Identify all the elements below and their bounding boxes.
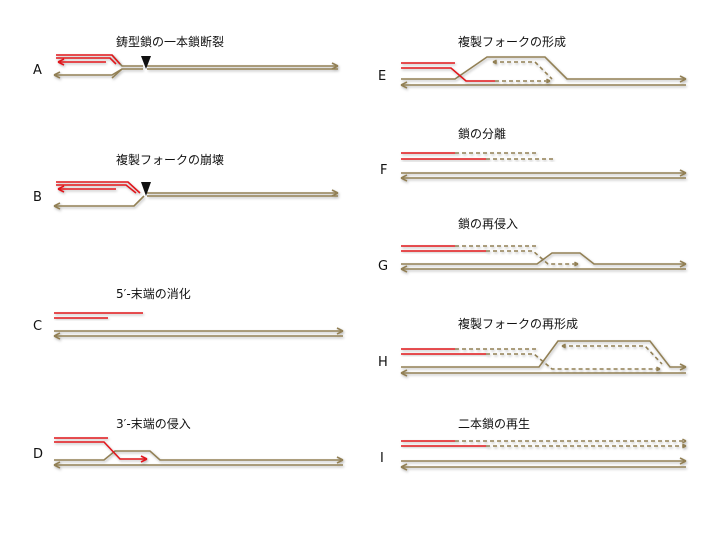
- panel-e-template-strands: [400, 56, 687, 89]
- panel-h-label: H: [378, 355, 388, 370]
- panel-i-title: 二本鎖の再生: [458, 416, 530, 431]
- panel-a-new-strands: [56, 54, 121, 66]
- panel-a-label: A: [33, 63, 42, 78]
- panel-d-title: 3′-末端の侵入: [116, 416, 191, 431]
- panel-c-new-strands: [54, 312, 143, 319]
- panel-g-template-strands: [400, 252, 687, 273]
- panel-b-template-strands: [53, 189, 339, 210]
- panel-g-label: G: [378, 259, 388, 274]
- panel-h-template-strands: [400, 340, 687, 377]
- panel-e-new-strands: [401, 62, 495, 82]
- panel-i-synthesis-dashed: [455, 437, 687, 450]
- panel-d: 3′-末端の侵入 D: [33, 416, 344, 469]
- panel-c-template-strands: [53, 327, 344, 340]
- panel-g-synthesis-dashed: [455, 245, 579, 268]
- panel-h-synthesis-dashed: [455, 342, 663, 373]
- panel-e-title: 複製フォークの形成: [458, 34, 566, 49]
- panel-h-title: 複製フォークの再形成: [458, 316, 578, 331]
- panel-f-template-strands: [400, 169, 687, 182]
- panel-c-title: 5′-末端の消化: [116, 287, 191, 301]
- panel-b-label: B: [33, 190, 42, 205]
- panel-b-break-marker: [141, 182, 151, 196]
- panel-a-template-strands: [53, 54, 339, 79]
- panel-d-template-strands: [53, 450, 344, 469]
- panel-i-template-strands: [400, 457, 687, 471]
- panel-f-new-strands: [401, 152, 486, 160]
- panel-d-label: D: [33, 447, 43, 462]
- panel-g-title: 鎖の再侵入: [458, 216, 518, 231]
- panel-c-label: C: [33, 319, 42, 334]
- panel-i-label: I: [380, 451, 384, 466]
- panel-b-title: 複製フォークの崩壊: [116, 152, 224, 167]
- panel-f-label: F: [380, 163, 387, 178]
- panel-g: 鎖の再侵入 G: [378, 216, 687, 274]
- panel-d-new-strands: [54, 437, 148, 463]
- panel-f-synthesis-dashed: [455, 152, 555, 160]
- panel-e-label: E: [378, 69, 386, 84]
- panel-e: 複製フォークの形成 E: [378, 34, 687, 89]
- panel-e-synthesis-dashed: [492, 58, 553, 85]
- panel-f-title: 鎖の分離: [458, 126, 506, 141]
- panel-b-new-strands: [56, 181, 141, 194]
- panel-b: 複製フォークの崩壊 B: [33, 152, 339, 210]
- panel-a-nick-marker: [141, 56, 151, 69]
- panel-a-title: 鋳型鎖の一本鎖断裂: [116, 34, 224, 49]
- panel-g-new-strands: [401, 245, 486, 252]
- panel-h-new-strands: [401, 348, 486, 355]
- panel-c: 5′-末端の消化 C: [33, 287, 344, 340]
- panel-i: 二本鎖の再生 I: [380, 416, 687, 471]
- panel-a: 鋳型鎖の一本鎖断裂 A: [33, 34, 339, 79]
- panel-f: 鎖の分離 F: [380, 126, 687, 182]
- panel-i-new-strands: [401, 440, 486, 447]
- panel-h: 複製フォークの再形成 H: [378, 316, 687, 377]
